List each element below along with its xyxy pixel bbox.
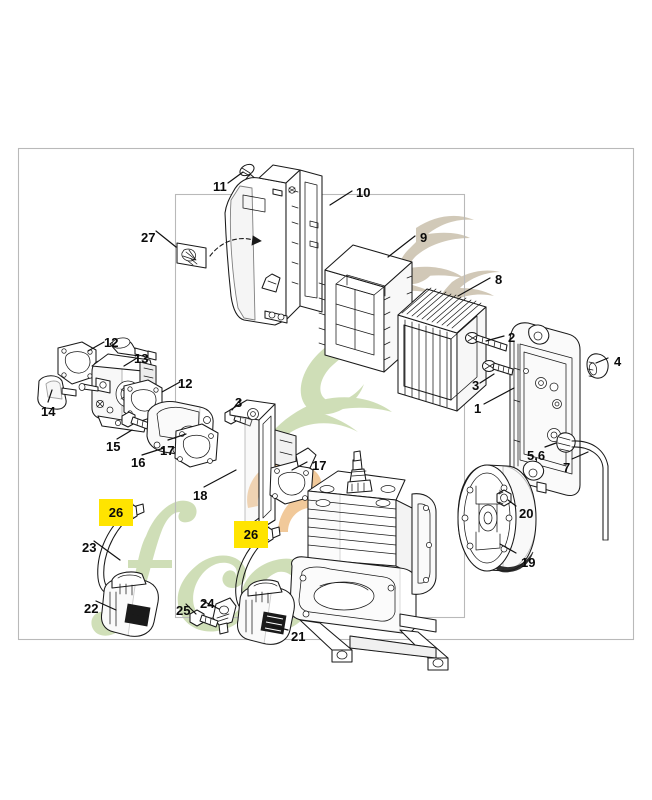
callout-7: 7 (563, 460, 571, 475)
callout-24: 24 (200, 596, 215, 611)
part-10-air-filter-cover (224, 164, 323, 326)
part-17-manifold-gasket-right (269, 447, 317, 505)
spark-plug-on-cylinder (346, 450, 373, 494)
part-1-shroud-plate (509, 322, 581, 496)
part-5-6-grommet-nut (556, 432, 576, 453)
part-12-carb-gasket-left (57, 341, 97, 385)
highlight-callout-26-left[interactable]: 26 (99, 499, 133, 526)
part-3-short-screw-right (481, 359, 514, 376)
callout-2: 2 (508, 330, 516, 345)
callout-3b: 3 (235, 395, 243, 410)
callout-3a: 3 (472, 378, 480, 393)
part-22-ignition-coil-left (101, 571, 159, 637)
callout-13: 13 (134, 351, 149, 366)
callout-14: 14 (41, 404, 56, 419)
part-25-terminal-screw (189, 609, 219, 628)
part-8-air-filter-element (397, 287, 487, 412)
callout-12a: 12 (104, 335, 119, 350)
callout-16: 16 (131, 455, 146, 470)
part-4-rubber-grommet (586, 353, 609, 379)
callout-17b: 17 (312, 458, 327, 473)
callout-25: 25 (176, 603, 191, 618)
engine-block-assembly (289, 450, 449, 671)
part-7-fuel-hose (571, 440, 609, 541)
callout-5-6: 5,6 (527, 448, 546, 463)
part-21-ignition-coil-right (237, 579, 295, 645)
part-27-filter-screen (176, 235, 262, 269)
part-17-manifold-gasket-left (174, 423, 219, 468)
callout-12b: 12 (178, 376, 193, 391)
callout-19: 19 (521, 555, 536, 570)
part-2-long-screw (464, 331, 508, 352)
highlight-callout-26-right[interactable]: 26 (234, 521, 268, 548)
callout-20: 20 (519, 506, 534, 521)
part-20-flywheel-nut (496, 489, 512, 507)
callout-23: 23 (82, 540, 97, 555)
part-24-ground-terminal (212, 597, 237, 635)
part-14-primer-bulb-cap (37, 375, 77, 410)
callout-9: 9 (420, 230, 428, 245)
callout-10: 10 (356, 185, 371, 200)
leader-lines (47, 171, 609, 631)
callout-11: 11 (213, 179, 227, 194)
callout-18: 18 (193, 488, 208, 503)
callout-8: 8 (495, 272, 503, 287)
callout-4: 4 (614, 354, 622, 369)
callout-21: 21 (291, 629, 306, 644)
callout-15: 15 (106, 439, 121, 454)
callout-27: 27 (141, 230, 156, 245)
callout-17a: 17 (160, 443, 175, 458)
callout-1: 1 (474, 401, 482, 416)
callout-22: 22 (84, 601, 99, 616)
